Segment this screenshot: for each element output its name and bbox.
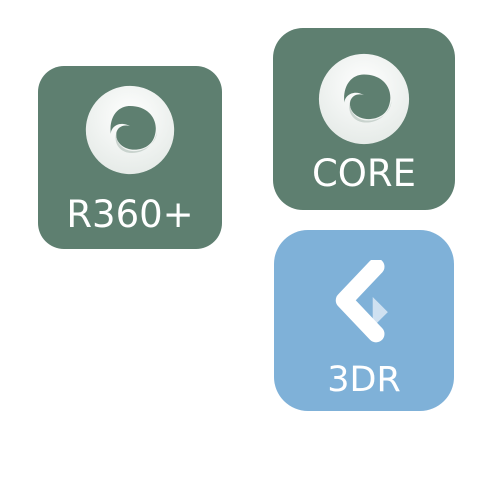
app-icon-core[interactable]: CORE xyxy=(273,28,455,210)
chevron-left-icon xyxy=(335,260,388,343)
app-icon-3dr[interactable]: 3DR xyxy=(274,230,454,411)
ring-swirl-icon xyxy=(318,53,410,145)
app-label: R360+ xyxy=(66,193,194,236)
app-label: CORE xyxy=(311,152,417,195)
app-icon-r360[interactable]: R360+ xyxy=(38,66,222,249)
ring-swirl-icon xyxy=(85,85,175,175)
app-label: 3DR xyxy=(327,360,401,400)
